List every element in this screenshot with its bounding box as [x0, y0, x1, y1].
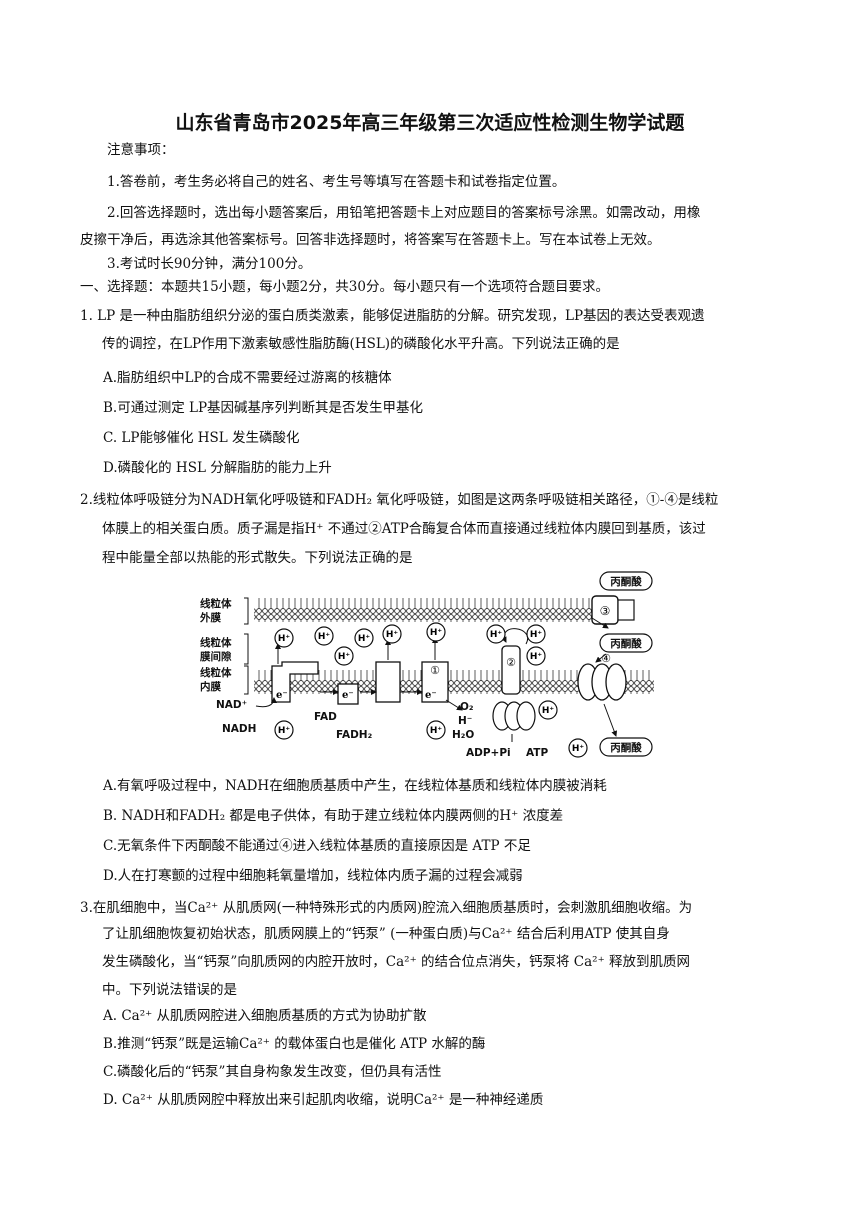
notice-item-1: 1.答卷前，考生务必将自己的姓名、考生号等填写在答题卡和试卷指定位置。: [107, 174, 566, 190]
intermembrane-label-2: 膜间隙: [200, 650, 232, 663]
q3-option-c: C.磷酸化后的“钙泵”其自身构象发生改变，但仍具有活性: [103, 1064, 442, 1080]
outer-membrane-label-2: 外膜: [199, 611, 221, 624]
q3-stem-line-4: 中。下列说法错误的是: [102, 982, 237, 998]
q1-stem-line-1: 1. LP 是一种由脂肪组织分泌的蛋白质类激素，能够促进脂肪的分解。研究发现，L…: [80, 308, 705, 324]
hminus-label: H⁻: [458, 715, 472, 727]
svg-text:e⁻: e⁻: [342, 690, 354, 701]
q3-option-a: A. Ca²⁺ 从肌质网腔进入细胞质基质的方式为协助扩散: [103, 1008, 427, 1024]
svg-text:丙酮酸: 丙酮酸: [610, 575, 642, 588]
nadh-label: NADH: [222, 723, 256, 735]
proton-label: H⁺: [318, 632, 331, 642]
proton-circle: [314, 626, 334, 646]
h2o-label: H₂O: [452, 729, 474, 741]
protein-4-transporter: ④: [577, 652, 627, 701]
q2-option-d: D.人在打寒颤的过程中细胞耗氧量增加，线粒体内质子漏的过程会减弱: [103, 868, 523, 884]
o2-label: O₂: [460, 701, 474, 713]
page-title: 山东省青岛市2025年高三年级第三次适应性检测生物学试题: [175, 112, 685, 134]
inner-membrane-label-2: 内膜: [200, 680, 221, 693]
proton-circle: [274, 628, 294, 648]
pyruvate-matrix: 丙酮酸: [599, 737, 653, 757]
proton-label: H⁺: [338, 652, 351, 662]
pyruvate-outer: 丙酮酸: [599, 571, 653, 591]
notice-item-3: 3.考试时长90分钟，满分100分。: [107, 256, 312, 272]
protein-1: [421, 661, 449, 703]
q2-stem-line-2: 体膜上的相关蛋白质。质子漏是指H⁺ 不通过②ATP合酶复合体而直接通过线粒体内膜…: [102, 521, 706, 537]
nad-label: NAD⁺: [216, 699, 247, 711]
svg-text:丙酮酸: 丙酮酸: [610, 637, 642, 650]
q3-stem-line-3: 发生磷酸化，当“钙泵”向肌质网的内腔开放时，Ca²⁺ 的结合位点消失，钙泵将 C…: [102, 954, 691, 970]
proton-label: H⁺: [278, 634, 291, 644]
proton-label: H⁺: [358, 634, 371, 644]
protein-4-label: ④: [601, 652, 611, 665]
q1-option-d: D.磷酸化的 HSL 分解脂肪的能力上升: [103, 460, 332, 476]
proton-circle: [526, 624, 546, 644]
q2-option-b: B. NADH和FADH₂ 都是电子供体，有助于建立线粒体内膜两侧的H⁺ 浓度差: [103, 808, 564, 824]
q1-option-b: B.可通过测定 LP基因碱基序列判断其是否发生甲基化: [103, 400, 424, 416]
notice-item-2-line-1: 2.回答选择题时，选出每小题答案后，用铅笔把答题卡上对应题目的答案标号涂黑。如需…: [107, 205, 701, 221]
outer-membrane-label-1: 线粒体: [200, 597, 232, 610]
proton-circle: [526, 646, 546, 666]
proton-circle: [382, 624, 402, 644]
proton-label: H⁺: [490, 630, 503, 640]
fad-label: FAD: [314, 711, 337, 723]
protein-2-atp-synthase: ②: [492, 645, 536, 731]
q3-stem-line-1: 3.在肌细胞中，当Ca²⁺ 从肌质网(一种特殊形式的内质网)腔流入细胞质基质时，…: [80, 900, 693, 916]
proton-label: H⁺: [430, 628, 443, 638]
intermembrane-label-1: 线粒体: [200, 636, 232, 649]
q3-option-d: D. Ca²⁺ 从肌质网腔中释放出来引起肌肉收缩，说明Ca²⁺ 是一种神经递质: [103, 1092, 544, 1108]
proton-circle: [486, 624, 506, 644]
q2-option-a: A.有氧呼吸过程中，NADH在细胞质基质中产生，在线粒体基质和线粒体内膜被消耗: [103, 778, 607, 794]
q1-option-c: C. LP能够催化 HSL 发生磷酸化: [103, 430, 300, 446]
q2-option-c: C.无氧条件下丙酮酸不能通过④进入线粒体基质的直接原因是 ATP 不足: [103, 838, 531, 854]
outer-membrane: [254, 598, 596, 622]
complex-i: [271, 661, 319, 703]
section-heading: 一、选择题：本题共15小题，每小题2分，共30分。每小题只有一个选项符合题目要求…: [80, 279, 609, 295]
proton-circle: [426, 622, 446, 642]
proton-label: H⁺: [278, 726, 291, 736]
proton-circle: [334, 646, 354, 666]
proton-circle: [426, 720, 446, 740]
proton-circle: [274, 720, 294, 740]
q2-stem-line-1: 2.线粒体呼吸链分为NADH氧化呼吸链和FADH₂ 氧化呼吸链，如图是这两条呼吸…: [80, 492, 719, 508]
inner-membrane-label-1: 线粒体: [200, 666, 232, 679]
notice-heading: 注意事项：: [107, 142, 175, 158]
proton-label: H⁺: [430, 726, 443, 736]
proton-circle: [568, 738, 588, 758]
q1-option-a: A.脂肪组织中LP的合成不需要经过游离的核糖体: [103, 370, 392, 386]
proton-circle: [538, 700, 558, 720]
svg-text:e⁻: e⁻: [425, 690, 437, 701]
proton-label: H⁺: [386, 630, 399, 640]
protein-3-label: ③: [600, 604, 611, 618]
electron-label-1: e⁻: [276, 690, 288, 701]
fadh2-label: FADH₂: [336, 729, 373, 741]
q2-stem-line-3: 程中能量全部以热能的形式散失。下列说法正确的是: [102, 550, 413, 566]
proton-label: H⁺: [530, 630, 543, 640]
complex-iii: [375, 661, 401, 703]
atp-label: ATP: [526, 747, 548, 759]
proton-label: H⁺: [530, 652, 543, 662]
notice-item-2-line-2: 皮擦干净后，再选涂其他答案标号。回答非选择题时，将答案写在答题卡上。写在本试卷上…: [80, 232, 661, 248]
protein-1-label: ①: [430, 664, 440, 677]
proton-label: H⁺: [542, 706, 555, 716]
adp-pi-label: ADP+Pi: [466, 747, 511, 759]
pyruvate-intermembrane: 丙酮酸: [599, 633, 653, 653]
proton-circle: [354, 628, 374, 648]
proton-markers: H⁺ H⁺ H⁺ H⁺ H⁺ H⁺ H⁺ H⁺ H⁺ H⁺ H⁺ H⁺ H⁺: [274, 622, 588, 758]
q3-stem-line-2: 了让肌细胞恢复初始状态，肌质网膜上的“钙泵” (一种蛋白质)与Ca²⁺ 结合后利…: [102, 926, 670, 942]
q1-stem-line-2: 传的调控，在LP作用下激素敏感性脂肪酶(HSL)的磷酸化水平升高。下列说法正确的…: [102, 336, 620, 352]
svg-text:丙酮酸: 丙酮酸: [610, 741, 642, 754]
proton-label: H⁺: [572, 744, 585, 754]
protein-2-label: ②: [506, 656, 516, 669]
q3-option-b: B.推测“钙泵”既是运输Ca²⁺ 的载体蛋白也是催化 ATP 水解的酶: [103, 1036, 486, 1052]
respiratory-chain-diagram: 线粒体 外膜 线粒体 膜间隙 线粒体 内膜 ③ 丙酮酸 丙酮酸 丙酮酸 e⁻ e…: [199, 571, 654, 759]
